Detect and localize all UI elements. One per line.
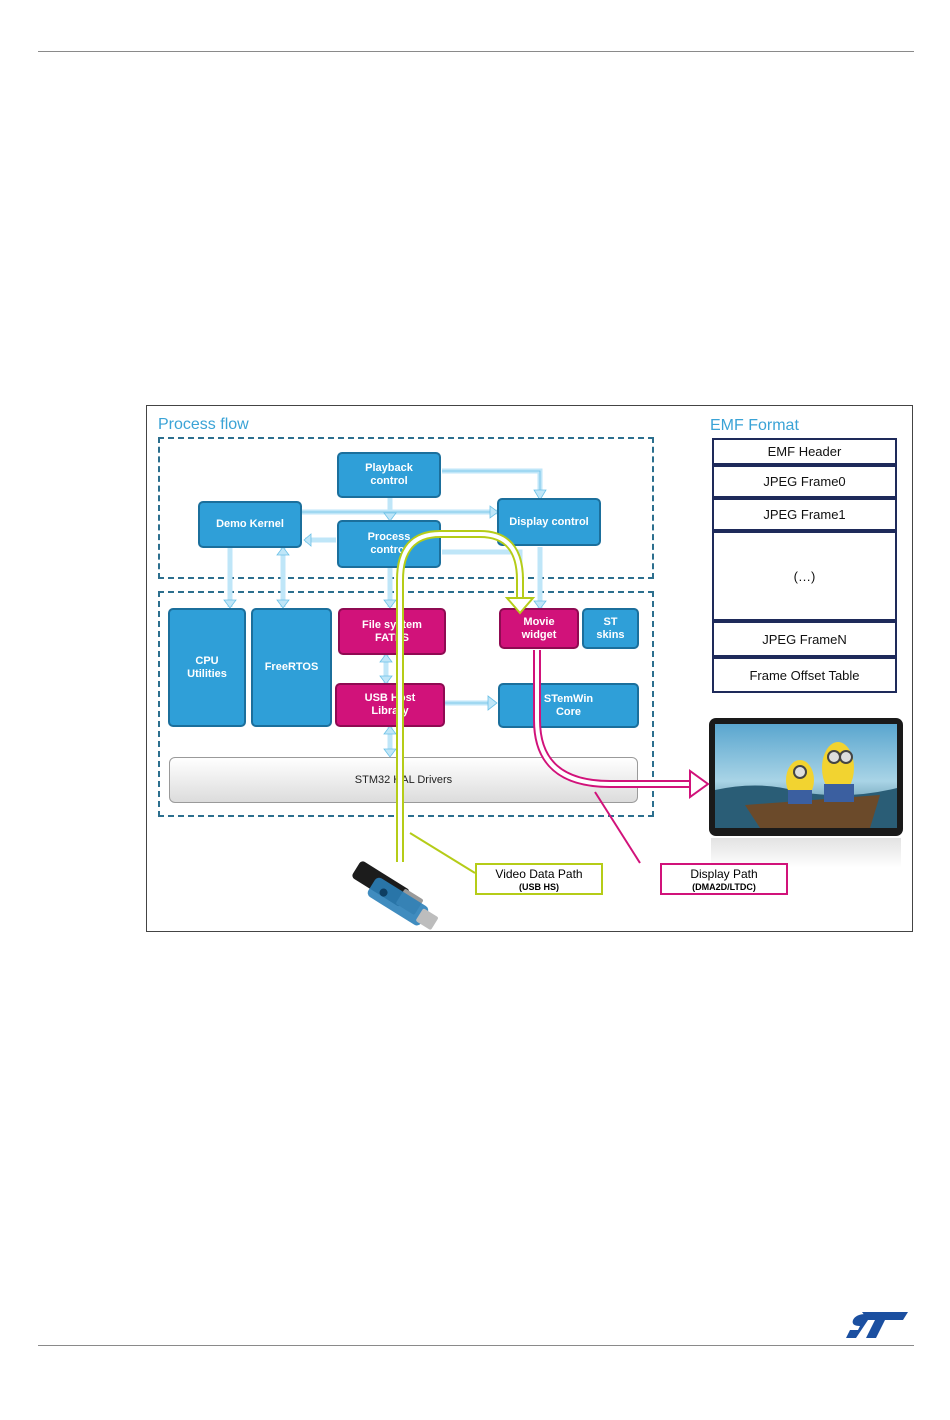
playback-control-block: Playback control <box>337 452 441 498</box>
display-path-callout: Display Path (DMA2D/LTDC) <box>660 863 788 895</box>
movie-widget-block: Movie widget <box>499 608 579 649</box>
video-data-path-callout: Video Data Path (USB HS) <box>475 863 603 895</box>
st-skins-block: ST skins <box>582 608 639 649</box>
emf-row-frame0: JPEG Frame0 <box>712 465 897 498</box>
application-layer-region <box>158 437 654 579</box>
display-path-sub: (DMA2D/LTDC) <box>692 882 756 892</box>
cpu-utilities-block: CPU Utilities <box>168 608 246 727</box>
emf-row-frame1: JPEG Frame1 <box>712 498 897 531</box>
middleware-layer-region <box>158 591 654 817</box>
emf-row-ellipsis: (…) <box>712 531 897 621</box>
footer-rule <box>38 1345 914 1346</box>
display-control-block: Display control <box>497 498 601 546</box>
emf-row-offset-table: Frame Offset Table <box>712 657 897 693</box>
freertos-block: FreeRTOS <box>251 608 332 727</box>
process-flow-title: Process flow <box>158 416 249 433</box>
emf-row-framen: JPEG FrameN <box>712 621 897 657</box>
emf-format-title: EMF Format <box>710 417 799 434</box>
stemwin-core-block: STemWin Core <box>498 683 639 728</box>
video-path-sub: (USB HS) <box>519 882 559 892</box>
display-path-label: Display Path <box>690 867 758 881</box>
process-control-block: Process control <box>337 520 441 568</box>
emf-row-header: EMF Header <box>712 438 897 465</box>
demo-kernel-block: Demo Kernel <box>198 501 302 548</box>
video-path-label: Video Data Path <box>495 867 583 881</box>
header-rule <box>38 51 914 52</box>
